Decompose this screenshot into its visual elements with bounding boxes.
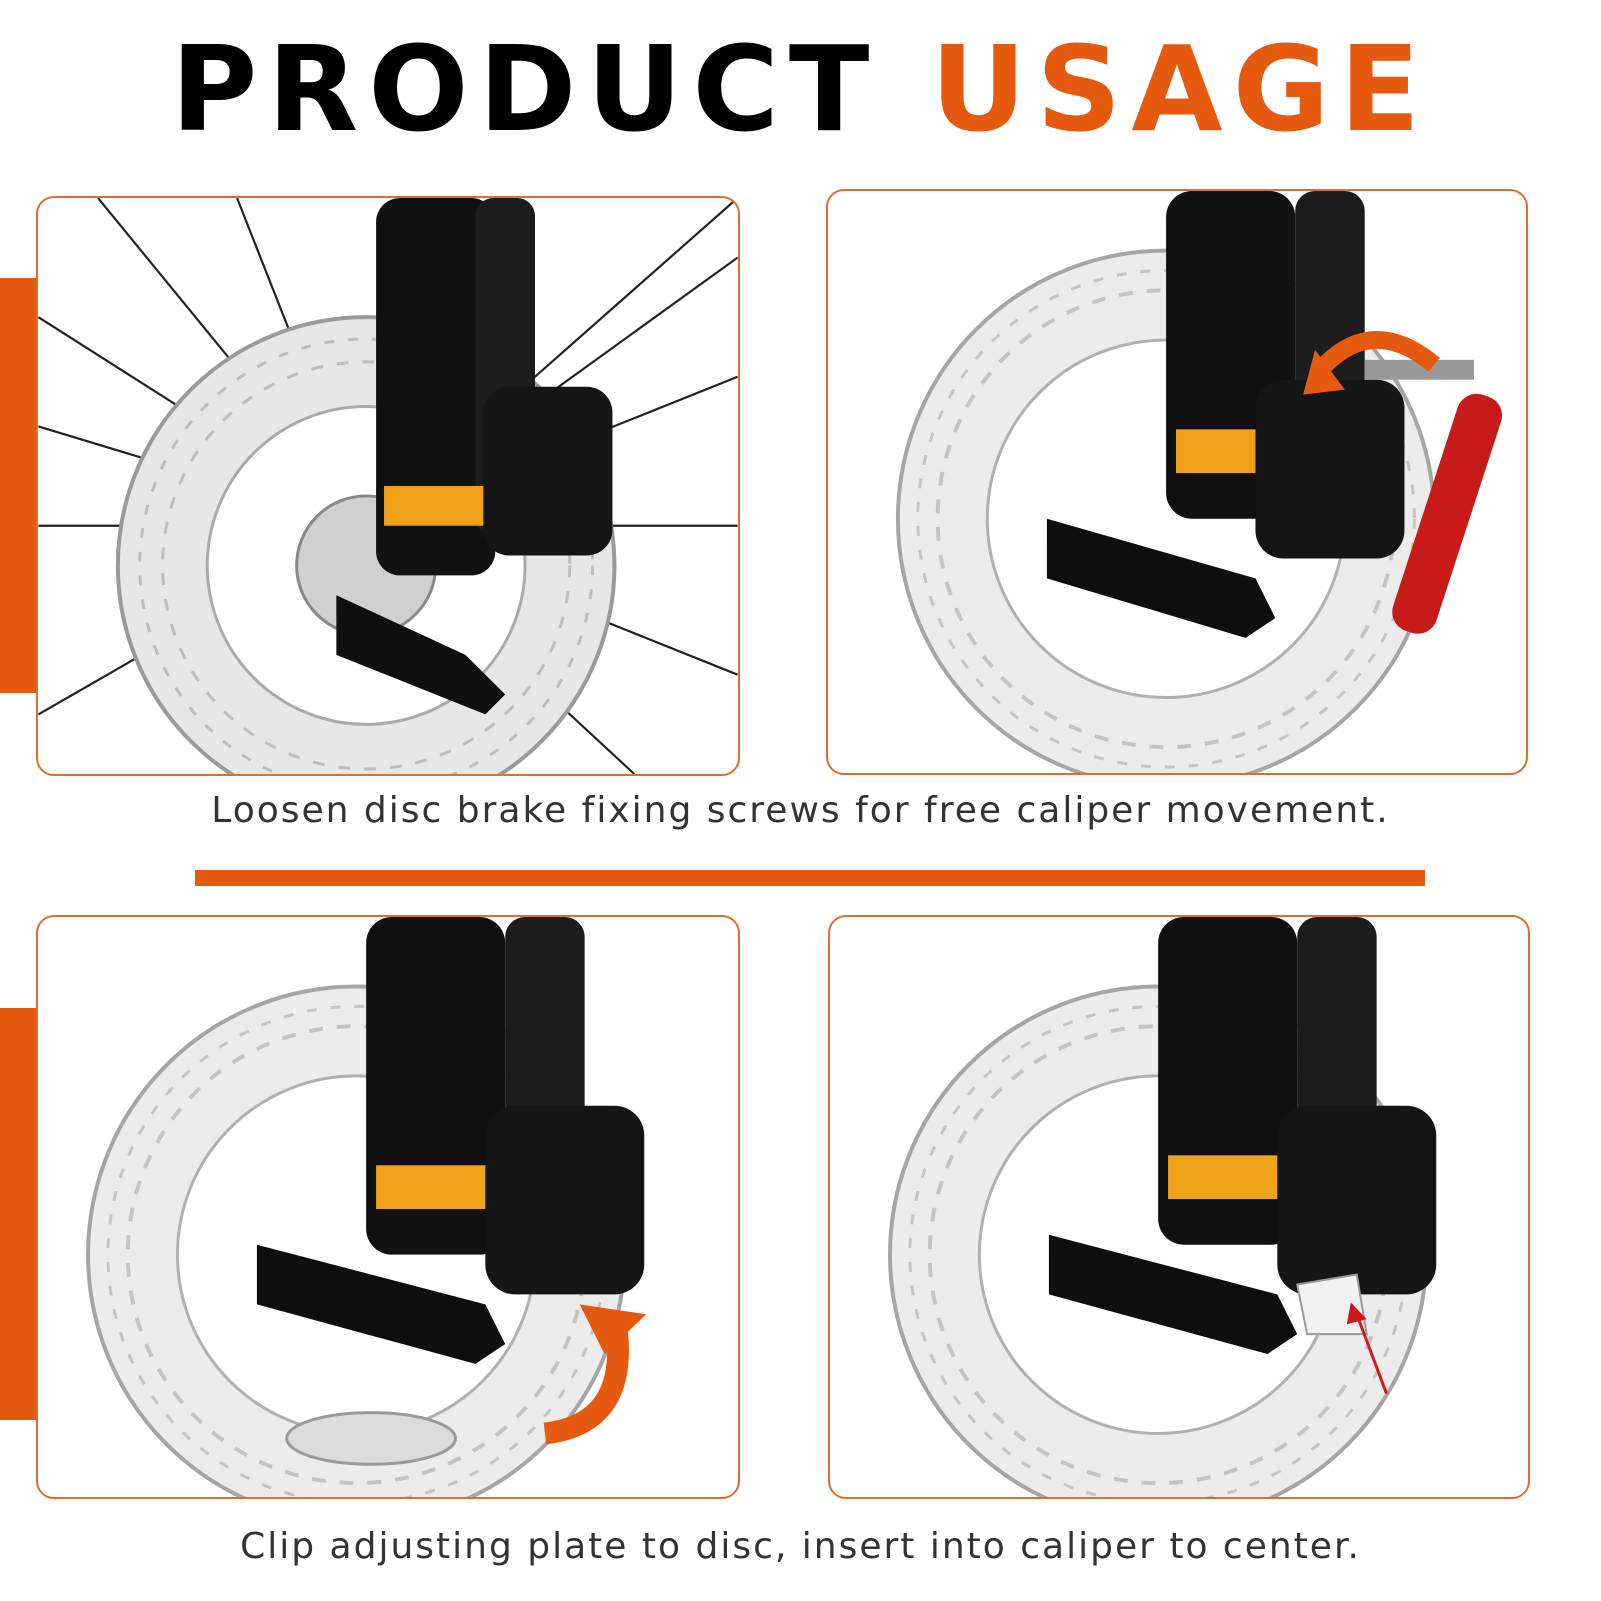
hex-key-tool: [1364, 359, 1503, 634]
photo-clip-plate: [36, 915, 740, 1499]
bicycle-brake-photo: [38, 198, 738, 774]
title-word-usage: USAGE: [930, 20, 1431, 158]
photo-loosen-screws: [826, 189, 1528, 775]
accent-side-bar-top: [0, 278, 36, 693]
curved-arrow-icon: [543, 1304, 647, 1445]
bicycle-brake-photo: [888, 917, 1437, 1497]
divider-bar: [195, 870, 1425, 886]
bicycle-brake-photo: [896, 191, 1503, 773]
title-word-product: PRODUCT: [170, 20, 880, 158]
photo-insert-caliper: [828, 915, 1530, 1499]
photo-brake-overview: [36, 196, 740, 776]
caption-step-1: Loosen disc brake fixing screws for free…: [211, 790, 1390, 831]
accent-side-bar-bottom: [0, 1008, 36, 1420]
page-title: PRODUCT USAGE: [0, 30, 1601, 148]
bicycle-brake-photo: [86, 917, 647, 1497]
caption-step-2: Clip adjusting plate to disc, insert int…: [240, 1526, 1361, 1567]
